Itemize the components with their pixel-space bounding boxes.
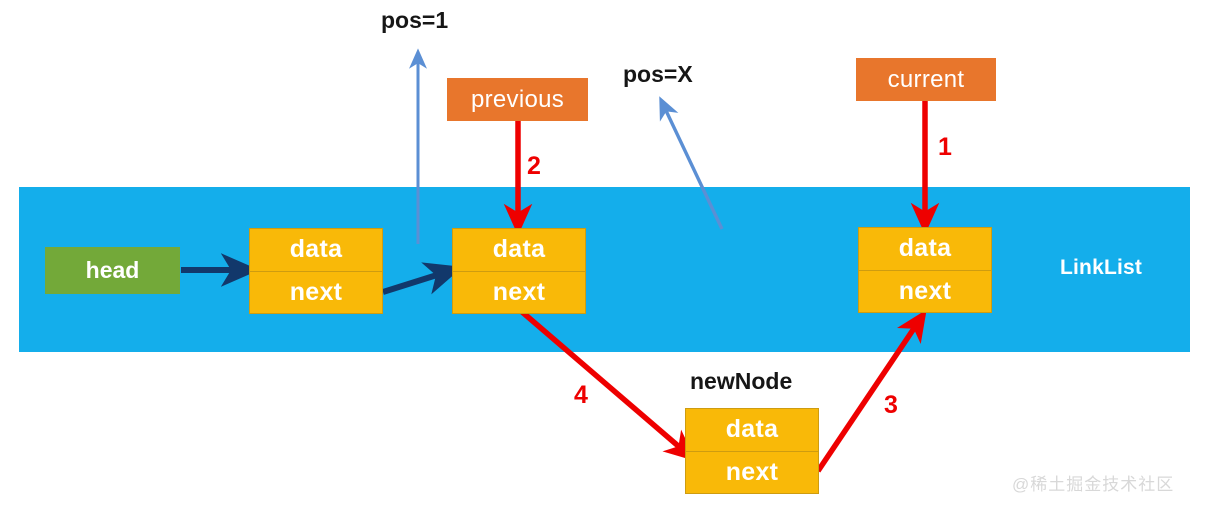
step-number-4: 4 bbox=[574, 381, 588, 409]
linklist-container bbox=[19, 187, 1190, 352]
previous-pointer-box: previous bbox=[447, 78, 588, 121]
node-data-cell: data bbox=[250, 229, 382, 272]
node-next-cell: next bbox=[289, 277, 343, 306]
step-number-1: 1 bbox=[938, 133, 952, 161]
current-pointer-box: current bbox=[856, 58, 996, 101]
node-next-cell: next bbox=[898, 276, 952, 305]
pos-x-label: pos=X bbox=[623, 61, 693, 87]
node-next-cell: next bbox=[725, 457, 779, 486]
watermark: @稀土掘金技术社区 bbox=[1012, 475, 1175, 494]
node-data-cell: data bbox=[686, 409, 818, 452]
step-number-3: 3 bbox=[884, 391, 898, 419]
head-pointer-box: head bbox=[45, 247, 180, 294]
list-node: data next bbox=[858, 227, 992, 313]
current-pointer-label: current bbox=[887, 65, 965, 93]
head-label: head bbox=[85, 257, 140, 283]
new-node: data next bbox=[685, 408, 819, 494]
step-number-2: 2 bbox=[527, 152, 541, 180]
previous-pointer-label: previous bbox=[470, 85, 565, 113]
node-next-cell: next bbox=[492, 277, 546, 306]
list-node: data next bbox=[249, 228, 383, 314]
list-node: data next bbox=[452, 228, 586, 314]
pos-1-label: pos=1 bbox=[381, 7, 449, 33]
linklist-label: LinkList bbox=[1060, 256, 1143, 279]
new-node-label: newNode bbox=[690, 368, 793, 394]
node-data-cell: data bbox=[859, 228, 991, 271]
node-data-cell: data bbox=[453, 229, 585, 272]
